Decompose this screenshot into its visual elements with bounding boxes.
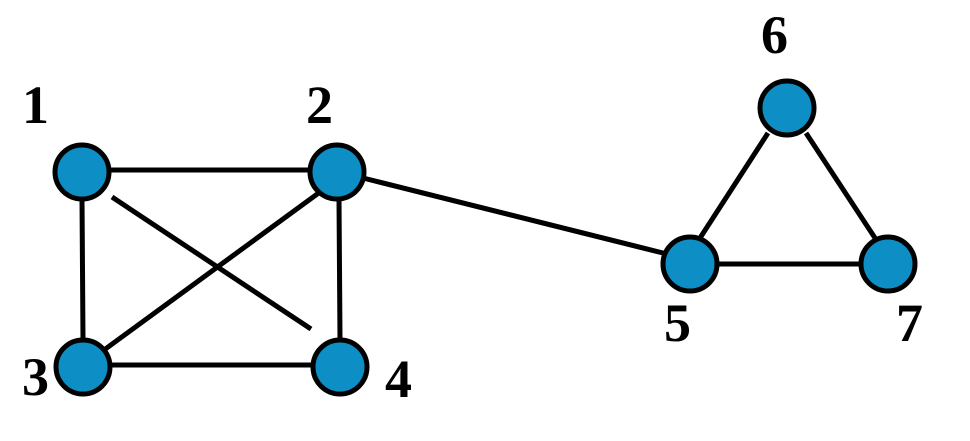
node-3[interactable] xyxy=(53,337,113,397)
node-4[interactable] xyxy=(310,337,370,397)
edge-group xyxy=(79,131,878,368)
node-label-4: 4 xyxy=(385,349,412,409)
edge-1-4 xyxy=(110,194,313,332)
node-2[interactable] xyxy=(307,142,367,202)
edge-5-6 xyxy=(697,131,771,240)
edge-2-3 xyxy=(102,189,322,353)
edge-2-4 xyxy=(336,198,343,341)
node-7[interactable] xyxy=(858,234,918,294)
node-label-7: 7 xyxy=(896,293,923,353)
node-1[interactable] xyxy=(52,142,112,202)
node-group xyxy=(52,78,918,397)
node-label-5: 5 xyxy=(664,293,691,353)
edge-6-7 xyxy=(803,131,878,240)
node-5[interactable] xyxy=(660,234,720,294)
edge-2-5 xyxy=(362,175,668,257)
node-6[interactable] xyxy=(757,78,817,138)
edge-1-3 xyxy=(79,198,86,341)
node-label-3: 3 xyxy=(22,347,49,407)
node-label-2: 2 xyxy=(306,75,333,135)
node-label-1: 1 xyxy=(22,75,49,135)
node-label-6: 6 xyxy=(761,5,788,65)
